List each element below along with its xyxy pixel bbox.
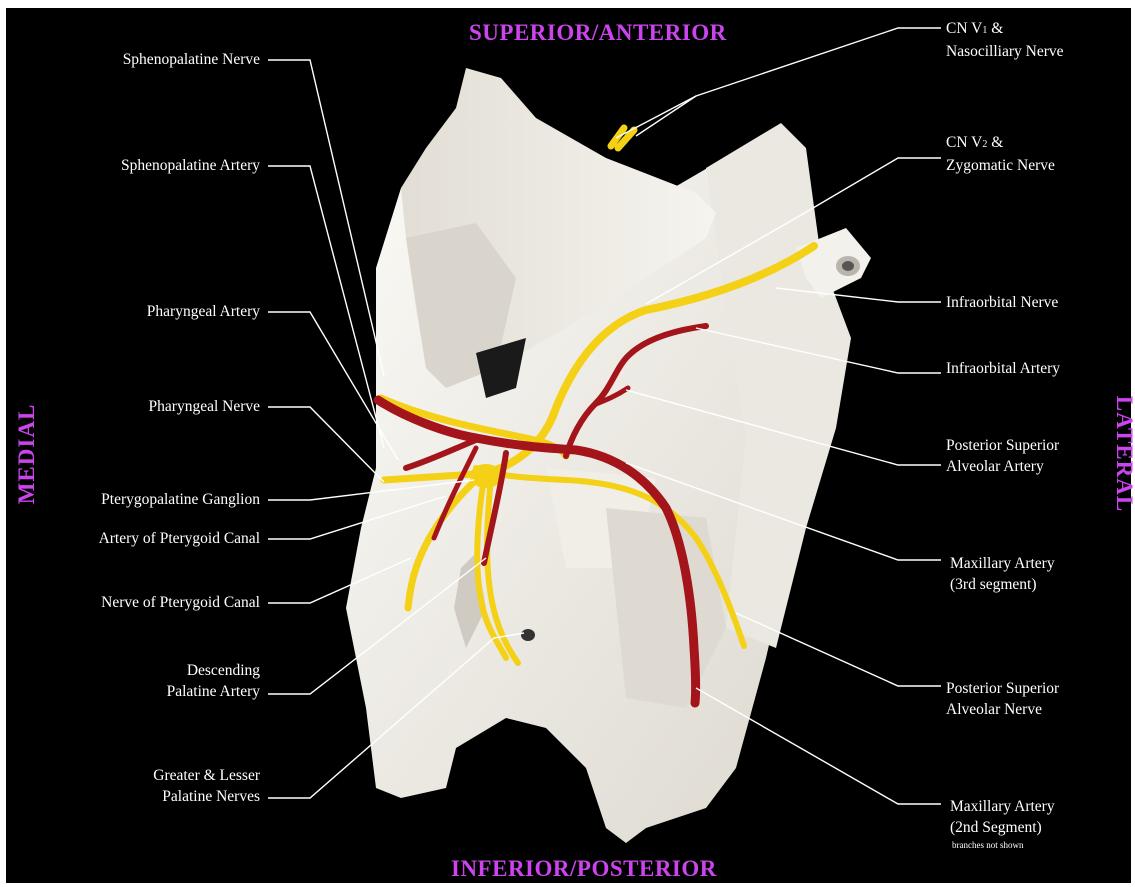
label-branches-not-shown: branches not shown	[952, 840, 1024, 851]
label-maxillary-2nd: Maxillary Artery (2nd Segment)	[950, 796, 1055, 838]
cn-v2-prefix: CN V	[946, 134, 982, 151]
label-cn-v2-line1: CN V2 &	[946, 132, 1055, 155]
label-psa-nerve-line1: Posterior Superior	[946, 678, 1059, 699]
label-descending-line2: Palatine Artery	[167, 681, 260, 702]
label-cn-v1: CN V1 & Nasocilliary Nerve	[946, 18, 1064, 62]
label-descending-line1: Descending	[167, 660, 260, 681]
cn-v1-suffix: &	[987, 20, 1003, 37]
label-sphenopalatine-artery: Sphenopalatine Artery	[121, 155, 260, 176]
label-pharyngeal-nerve: Pharyngeal Nerve	[149, 396, 260, 417]
cn-v1-prefix: CN V	[946, 20, 982, 37]
label-psa-nerve: Posterior Superior Alveolar Nerve	[946, 678, 1059, 720]
label-palatine-line2: Palatine Nerves	[153, 786, 260, 807]
orientation-right: LATERAL	[1111, 396, 1135, 513]
label-infraorbital-artery: Infraorbital Artery	[946, 358, 1060, 379]
label-psa-artery: Posterior Superior Alveolar Artery	[946, 435, 1059, 477]
label-artery-pterygoid-canal: Artery of Pterygoid Canal	[99, 528, 260, 549]
label-nasociliary: Nasocilliary Nerve	[946, 41, 1064, 62]
label-palatine-nerves: Greater & Lesser Palatine Nerves	[153, 765, 260, 807]
label-maxillary-3rd: Maxillary Artery (3rd segment)	[950, 553, 1055, 595]
label-zygomatic: Zygomatic Nerve	[946, 155, 1055, 176]
label-nerve-pterygoid-canal: Nerve of Pterygoid Canal	[101, 592, 260, 613]
cn-v2-suffix: &	[987, 134, 1003, 151]
label-descending-palatine-artery: Descending Palatine Artery	[167, 660, 260, 702]
label-maxillary-2nd-line2: (2nd Segment)	[950, 817, 1055, 838]
label-pharyngeal-artery: Pharyngeal Artery	[147, 301, 260, 322]
label-sphenopalatine-nerve: Sphenopalatine Nerve	[123, 49, 260, 70]
label-maxillary-2nd-line1: Maxillary Artery	[950, 796, 1055, 817]
label-maxillary-3rd-line2: (3rd segment)	[950, 574, 1055, 595]
label-pterygopalatine-ganglion: Pterygopalatine Ganglion	[101, 489, 260, 510]
label-psa-nerve-line2: Alveolar Nerve	[946, 699, 1059, 720]
label-psa-artery-line2: Alveolar Artery	[946, 456, 1059, 477]
label-psa-artery-line1: Posterior Superior	[946, 435, 1059, 456]
orientation-left: MEDIAL	[14, 404, 40, 505]
label-infraorbital-nerve: Infraorbital Nerve	[946, 292, 1058, 313]
label-maxillary-3rd-line1: Maxillary Artery	[950, 553, 1055, 574]
label-cn-v1-line1: CN V1 &	[946, 18, 1064, 41]
black-backdrop: SUPERIOR/ANTERIOR INFERIOR/POSTERIOR MED…	[6, 8, 1131, 883]
label-palatine-line1: Greater & Lesser	[153, 765, 260, 786]
orientation-top: SUPERIOR/ANTERIOR	[469, 20, 727, 46]
orientation-bottom: INFERIOR/POSTERIOR	[451, 856, 717, 882]
label-cn-v2: CN V2 & Zygomatic Nerve	[946, 132, 1055, 176]
